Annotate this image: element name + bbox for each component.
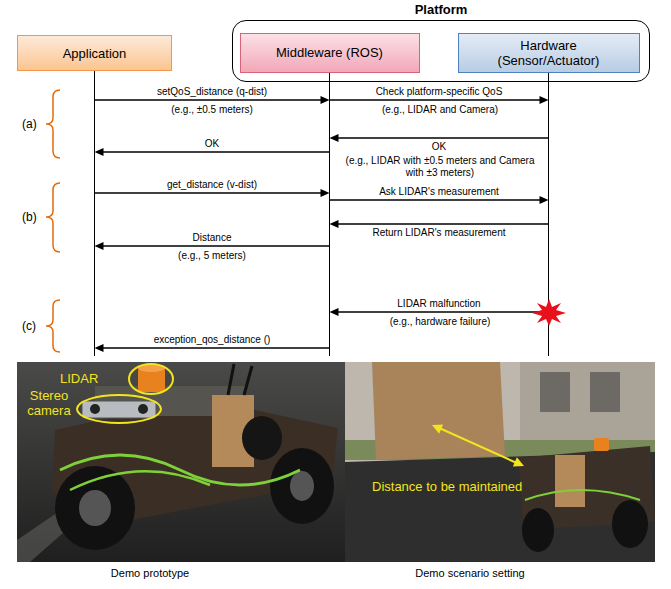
photo-callout: Stereo camera	[22, 388, 76, 418]
message-label: setQoS_distance (q-dist)	[155, 86, 269, 98]
message-label: Ask LIDAR's measurement	[377, 186, 501, 198]
photo-shape	[372, 362, 505, 460]
photo-shape	[555, 455, 585, 507]
photo-shape	[290, 471, 314, 501]
photo-callout: LIDAR	[60, 371, 98, 386]
message-label: Distance	[191, 232, 234, 244]
example-note: (e.g., hardware failure)	[388, 316, 493, 328]
lifeline	[94, 71, 95, 356]
photo-shape	[90, 404, 100, 414]
photo-shape	[590, 372, 620, 412]
application-box: Application	[17, 35, 172, 71]
photo-caption: Demo prototype	[109, 567, 191, 580]
photo-shape	[345, 362, 655, 562]
failure-starburst	[532, 299, 566, 326]
example-note: (e.g., ±0.5 meters)	[169, 104, 255, 116]
step-label: (a)	[20, 117, 39, 131]
message-line	[103, 245, 330, 247]
photo-shape	[46, 90, 60, 158]
photo-shape	[228, 364, 234, 395]
example-note: (e.g., LIDAR and Camera)	[380, 104, 500, 116]
arrow-head	[330, 220, 339, 228]
step-label: (b)	[20, 210, 39, 224]
message-label: get_distance (v-dist)	[165, 179, 259, 191]
photo-shape	[270, 448, 334, 524]
photo-shape	[540, 372, 570, 412]
photo-shape	[513, 457, 524, 466]
box-label: Hardware (Sensor/Actuator)	[484, 38, 614, 68]
message-line	[338, 223, 549, 225]
arrow-head	[95, 344, 104, 352]
photo-shape	[17, 362, 345, 562]
group-title: Platform	[233, 2, 649, 17]
photo-shape	[525, 490, 640, 500]
message-line	[330, 99, 541, 101]
arrow-head	[540, 196, 549, 204]
photo-shape	[437, 427, 519, 464]
photo-shape	[46, 183, 60, 252]
photo-shape	[138, 404, 148, 414]
bracket	[46, 90, 60, 352]
photo-shape	[129, 364, 173, 394]
message-line	[338, 137, 549, 139]
message-line	[95, 99, 322, 101]
message-label: exception_qos_distance ()	[152, 334, 273, 346]
photo-shape	[46, 300, 60, 352]
photo-shape	[242, 416, 282, 460]
photo-shape	[70, 471, 210, 490]
example-note: (e.g., 5 meters)	[176, 250, 248, 262]
message-label: OK	[430, 141, 448, 153]
message-label: Return LIDAR's measurement	[370, 227, 507, 239]
photo-shape	[612, 500, 648, 548]
box-label: Middleware (ROS)	[276, 45, 383, 60]
photo-shape	[520, 362, 655, 442]
message-line	[103, 347, 330, 349]
example-note: (e.g., LIDAR with ±0.5 meters and Camera…	[336, 155, 545, 179]
arrow-head	[330, 308, 339, 316]
photo-shape	[77, 395, 161, 423]
photo-caption: Demo scenario setting	[413, 567, 526, 580]
photo-shape	[82, 401, 156, 418]
arrow-head	[95, 148, 104, 156]
photo-shape	[522, 508, 554, 552]
arrow-head	[321, 189, 330, 197]
message-line	[330, 199, 541, 201]
scenario-photo	[345, 362, 655, 562]
platform-group: PlatformMiddleware (ROS)Hardware (Sensor…	[232, 20, 650, 82]
message-label: OK	[203, 138, 221, 150]
photo-shape	[432, 425, 443, 434]
photo-shape	[244, 366, 252, 395]
message-label: Check platform-specific QoS	[374, 86, 505, 98]
prototype-photo	[17, 362, 345, 562]
photo-shape	[594, 438, 609, 451]
arrow-head	[330, 134, 339, 142]
photo-shape	[79, 490, 111, 526]
lifeline	[329, 73, 330, 357]
arrow-head	[540, 96, 549, 104]
hardware-box: Hardware (Sensor/Actuator)	[458, 33, 640, 73]
step-label: (c)	[20, 319, 38, 333]
message-line	[338, 311, 549, 313]
message-line	[95, 192, 322, 194]
photo-callout: Distance to be maintained	[372, 479, 522, 494]
arrow-head	[321, 96, 330, 104]
box-label: Application	[63, 46, 127, 61]
arrow-head	[95, 242, 104, 250]
message-label: LIDAR malfunction	[395, 298, 482, 310]
middleware-box: Middleware (ROS)	[240, 33, 420, 73]
message-line	[103, 151, 330, 153]
